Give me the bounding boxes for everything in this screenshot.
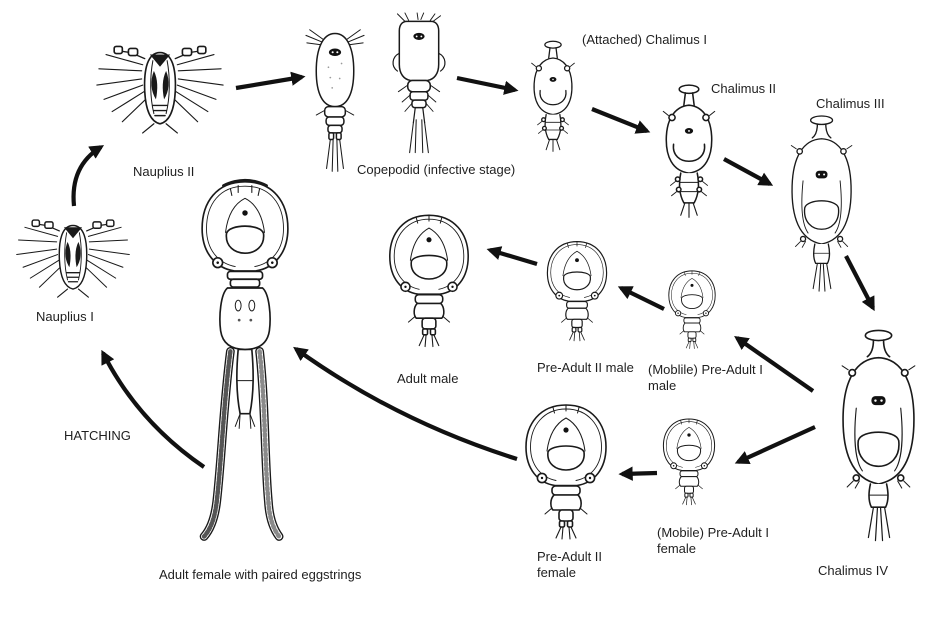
adult-female-figure — [202, 180, 288, 536]
chalimus-4-label: Chalimus IV — [818, 563, 889, 578]
arrow-nauplius2-to-copepodid — [235, 71, 306, 91]
nauplius-1-label: Nauplius I — [36, 309, 94, 324]
preadult-2-male-figure — [546, 240, 608, 342]
copepodid-label: Copepodid (infective stage) — [357, 162, 516, 177]
preadult-2-male-label: Pre-Adult II male — [537, 360, 634, 375]
preadult-1-male-label-line2: male — [648, 378, 677, 393]
arrow-chalimus1-to-chalimus2 — [591, 107, 651, 134]
nauplius-2-label: Nauplius II — [133, 164, 195, 179]
chalimus-1-figure — [530, 40, 576, 153]
arrow-preadult2-female-to-adult-female — [293, 346, 518, 462]
chalimus-3-figure — [790, 115, 853, 292]
preadult-2-female-label: Pre-Adult II female — [537, 549, 602, 581]
preadult-2-female-label-line1: Pre-Adult II — [537, 549, 603, 564]
arrow-chalimus2-to-chalimus3 — [722, 157, 774, 186]
preadult-1-male-label: (Moblile) Pre-Adult I male — [648, 362, 763, 394]
adult-male-figure — [388, 214, 470, 348]
arrow-chalimus4-to-preadult1-male — [734, 335, 815, 393]
adult-male-label: Adult male — [397, 371, 459, 386]
hatching-label: HATCHING — [64, 428, 131, 443]
chalimus-4-figure — [841, 329, 916, 542]
arrow-preadult1-female-to-preadult2-female — [618, 466, 658, 481]
chalimus-1-label: (Attached) Chalimus I — [582, 32, 707, 47]
preadult-2-female-label-line2: female — [537, 565, 577, 580]
arrow-nauplius1-to-nauplius2 — [71, 145, 105, 207]
arrow-hatching-to-nauplius1 — [101, 349, 206, 469]
preadult-1-female-label-line2: female — [657, 541, 697, 556]
copepodid-figure-a — [305, 28, 365, 173]
preadult-2-female-figure — [525, 404, 607, 540]
arrow-preadult1-male-to-preadult2-male — [617, 286, 665, 311]
chalimus-2-figure — [662, 84, 716, 219]
preadult-1-female-figure — [662, 418, 716, 506]
preadult-1-female-label: (Mobile) Pre-Adult I female — [657, 525, 769, 557]
preadult-1-female-label-line1: (Mobile) Pre-Adult I — [657, 525, 769, 540]
arrow-copepodid-to-chalimus1 — [456, 75, 519, 95]
adult-female-label: Adult female with paired eggstrings — [159, 567, 362, 582]
copepodid-figure-b — [392, 12, 446, 154]
chalimus-3-label: Chalimus III — [816, 96, 885, 111]
preadult-1-male-label-line1: (Moblile) Pre-Adult I — [648, 362, 763, 377]
chalimus-2-label: Chalimus II — [711, 81, 777, 96]
nauplius-1-figure — [15, 219, 131, 298]
arrow-preadult2-male-to-adult-male — [486, 246, 538, 267]
arrow-chalimus3-to-chalimus4 — [844, 255, 875, 312]
preadult-1-male-figure — [668, 270, 716, 350]
arrow-chalimus4-to-preadult1-female — [734, 425, 816, 465]
nauplius-2-figure — [96, 45, 224, 134]
